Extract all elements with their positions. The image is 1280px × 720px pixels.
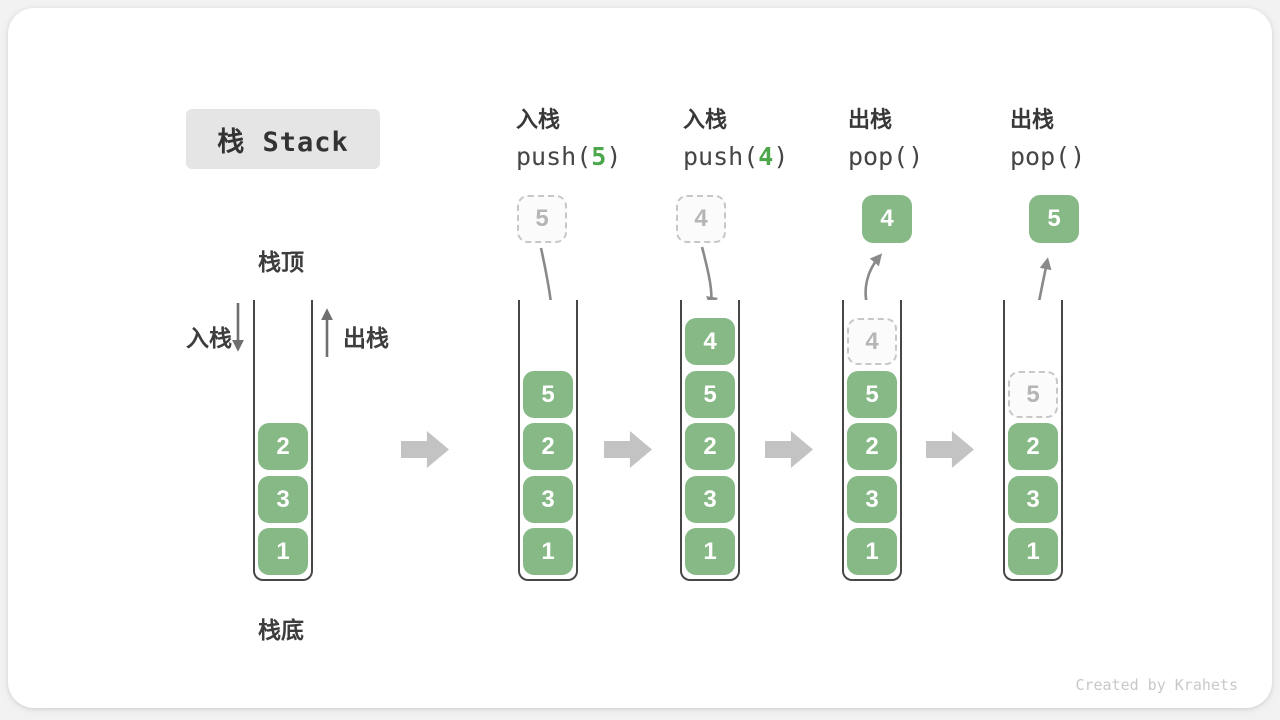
- push-direction-label: 入栈: [186, 325, 232, 351]
- removed-stack-item: 4: [847, 318, 897, 365]
- stack-item: 2: [847, 423, 897, 470]
- incoming-item-4: 4: [676, 195, 726, 243]
- title-text: 栈 Stack: [217, 126, 349, 158]
- op-header-pop-2: 出栈 pop(): [1010, 106, 1085, 172]
- op-action-label: 出栈: [848, 107, 893, 132]
- popped-item-4: 4: [862, 195, 912, 243]
- pop-direction-label: 出栈: [343, 325, 389, 351]
- code-arg: 4: [758, 142, 774, 171]
- stack-item: 5: [685, 371, 735, 418]
- op-header-push-4: 入栈 push(4): [683, 106, 788, 172]
- stack-item: 2: [523, 423, 573, 470]
- stack-bottom-label: 栈底: [258, 617, 304, 643]
- stack-container-push-4: 4 5 2 3 1: [680, 300, 740, 581]
- stack-item: 1: [685, 528, 735, 575]
- op-header-pop-1: 出栈 pop(): [848, 106, 923, 172]
- stack-item: 5: [847, 371, 897, 418]
- stack-item: 1: [258, 528, 308, 575]
- code-arg: 5: [591, 142, 607, 171]
- op-code-label: push(5): [516, 142, 622, 171]
- stack-top-label: 栈顶: [258, 249, 304, 275]
- stack-item: 3: [847, 476, 897, 523]
- op-code-label: pop(): [848, 142, 924, 171]
- stack-item: 1: [847, 528, 897, 575]
- stack-container-initial: 2 3 1: [253, 300, 313, 581]
- stack-container-pop-5: 5 2 3 1: [1003, 300, 1063, 581]
- stack-item: 2: [685, 423, 735, 470]
- stack-item: 5: [523, 371, 573, 418]
- op-action-label: 出栈: [1010, 107, 1055, 132]
- stack-item: 1: [523, 528, 573, 575]
- title-badge: 栈 Stack: [186, 109, 380, 169]
- stack-item: 3: [258, 476, 308, 523]
- popped-item-5: 5: [1029, 195, 1079, 243]
- watermark-credit: Created by Krahets: [1075, 676, 1238, 694]
- stack-item: 3: [1008, 476, 1058, 523]
- incoming-item-5: 5: [517, 195, 567, 243]
- stack-item: 1: [1008, 528, 1058, 575]
- stack-item: 3: [685, 476, 735, 523]
- stack-item: 2: [1008, 423, 1058, 470]
- stack-container-pop-4: 4 5 2 3 1: [842, 300, 902, 581]
- stack-item: 4: [685, 318, 735, 365]
- stack-item: 3: [523, 476, 573, 523]
- stack-container-push-5: 5 2 3 1: [518, 300, 578, 581]
- stack-item: 2: [258, 423, 308, 470]
- op-action-label: 入栈: [516, 107, 561, 132]
- op-code-label: push(4): [683, 142, 789, 171]
- op-code-label: pop(): [1010, 142, 1086, 171]
- removed-stack-item: 5: [1008, 371, 1058, 418]
- op-action-label: 入栈: [683, 107, 728, 132]
- op-header-push-5: 入栈 push(5): [516, 106, 621, 172]
